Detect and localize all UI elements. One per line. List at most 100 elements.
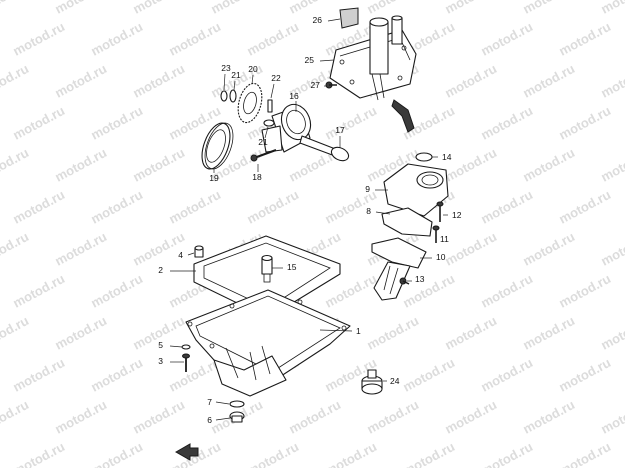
watermark-text: motod.ru — [478, 439, 535, 468]
watermark-text: motod.ru — [0, 61, 31, 101]
dowel-pin-4 — [194, 245, 204, 258]
watermark-text: motod.ru — [364, 397, 421, 437]
callout-number: 18 — [252, 172, 262, 182]
watermark-text: motod.ru — [442, 0, 499, 17]
watermark-text: motod.ru — [0, 397, 31, 437]
watermark-text: motod.ru — [130, 397, 187, 437]
watermark-text: motod.ru — [0, 145, 31, 185]
circlip-21-lower — [263, 119, 275, 127]
oil-strainer — [371, 237, 427, 301]
callout-number: 13 — [415, 274, 425, 284]
callout-number: 25 — [305, 55, 315, 65]
fuel-pump-assembly — [329, 15, 417, 133]
watermark-text: motod.ru — [130, 229, 187, 269]
bolt-13 — [399, 277, 410, 285]
fuel-filter-26 — [339, 7, 359, 29]
callout-leader — [264, 126, 269, 139]
drain-plug-6 — [229, 411, 245, 423]
watermark-text: motod.ru — [88, 19, 145, 59]
watermark-text: motod.ru — [88, 355, 145, 395]
watermark-text: motod.ru — [598, 145, 625, 185]
watermark-text: motod.ru — [442, 145, 499, 185]
watermark-text: motod.ru — [520, 229, 577, 269]
callout-number: 6 — [207, 415, 212, 425]
watermark-text: motod.ru — [52, 0, 109, 17]
watermark-text: motod.ru — [244, 187, 301, 227]
watermark-text: motod.ru — [88, 271, 145, 311]
oil-pan — [185, 289, 351, 397]
watermark-text: motod.ru — [166, 187, 223, 227]
callout-number: 11 — [440, 234, 449, 244]
callout-number: 15 — [287, 262, 297, 272]
callout-number: 21 — [258, 137, 268, 147]
watermark-text: motod.ru — [52, 397, 109, 437]
watermark-text: motod.ru — [10, 439, 67, 468]
callout-number: 14 — [442, 152, 452, 162]
watermark-text: motod.ru — [556, 439, 613, 468]
watermark-text: motod.ru — [364, 313, 421, 353]
callout-number: 7 — [207, 397, 212, 407]
callout-labels: 1234567891011121314151617181920212122232… — [158, 15, 461, 425]
callout-leader — [319, 329, 353, 332]
callout-number: 1 — [356, 326, 361, 336]
watermark-text: motod.ru — [598, 313, 625, 353]
watermark-text: motod.ru — [10, 187, 67, 227]
watermark-text: motod.ru — [520, 145, 577, 185]
watermark-text: motod.ru — [52, 313, 109, 353]
watermark-text: motod.ru — [52, 61, 109, 101]
circlip-21-top — [229, 89, 237, 103]
callout-number: 20 — [248, 64, 258, 74]
callout-leader — [327, 18, 341, 22]
oil-pump-body — [261, 103, 339, 157]
watermark-text: motod.ru — [442, 61, 499, 101]
watermark-text: motod.ru — [400, 355, 457, 395]
callout-leader — [319, 59, 335, 62]
callout-number: 9 — [365, 184, 370, 194]
callout-number: 2 — [158, 265, 163, 275]
watermark-text: motod.ru — [244, 19, 301, 59]
watermark-text: motod.ru — [0, 0, 31, 17]
watermark-text: motod.ru — [556, 103, 613, 143]
pump-sprocket — [237, 82, 263, 124]
filler-cap-24 — [361, 369, 383, 395]
callout-number: 17 — [335, 125, 345, 135]
callout-number: 27 — [311, 80, 321, 90]
watermark-text: motod.ru — [598, 229, 625, 269]
watermark-text: motod.ru — [10, 355, 67, 395]
strainer-housing — [383, 163, 449, 217]
watermark-text: motod.ru — [130, 145, 187, 185]
oil-pressure-switch — [261, 254, 273, 283]
washer-23 — [220, 90, 228, 102]
watermark-text: motod.ru — [0, 229, 31, 269]
callout-number: 23 — [221, 63, 231, 73]
watermark-text: motod.ru — [52, 145, 109, 185]
watermark-text: motod.ru — [520, 61, 577, 101]
watermark-text: motod.ru — [286, 397, 343, 437]
gasket-8 — [381, 207, 433, 237]
callout-number: 24 — [390, 376, 400, 386]
watermark-text: motod.ru — [10, 271, 67, 311]
watermark-text: motod.ru — [598, 397, 625, 437]
callout-number: 3 — [158, 356, 163, 366]
callout-leader — [187, 252, 195, 256]
watermark-text: motod.ru — [52, 229, 109, 269]
callout-leader — [215, 401, 230, 405]
bolt-3 — [182, 353, 190, 372]
pin-22 — [267, 99, 273, 113]
watermark-text: motod.ru — [322, 103, 379, 143]
callout-number: 21 — [231, 70, 241, 80]
o-ring-14 — [415, 152, 433, 162]
watermark-text: motod.ru — [10, 103, 67, 143]
watermark-text: motod.ru — [166, 19, 223, 59]
watermark-text: motod.ru — [208, 0, 265, 17]
watermark-text: motod.ru — [478, 355, 535, 395]
watermark-text: motod.ru — [364, 0, 421, 17]
watermark-text: motod.ru — [442, 313, 499, 353]
watermark-text: motod.ru — [400, 271, 457, 311]
watermark-text: motod.ru — [598, 0, 625, 17]
bolt-27 — [325, 81, 337, 89]
watermark-text: motod.ru — [520, 397, 577, 437]
callout-leader — [251, 74, 254, 85]
watermark-text: motod.ru — [88, 103, 145, 143]
